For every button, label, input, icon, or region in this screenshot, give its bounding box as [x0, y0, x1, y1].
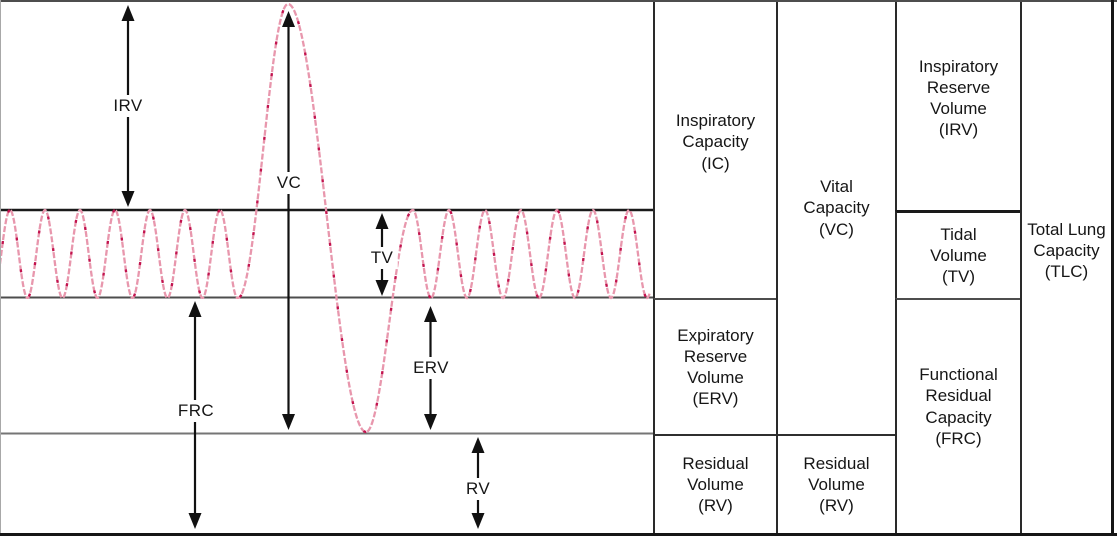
vc-arrow	[282, 11, 295, 430]
cell-tidal-volume: Tidal Volume (TV)	[895, 210, 1020, 298]
frame-right-border	[1111, 0, 1114, 536]
tv-label: TV	[366, 247, 398, 269]
spirogram-plot: IRV VC TV FRC ERV RV	[0, 2, 653, 529]
cell-inspiratory-reserve-volume: Inspiratory Reserve Volume (IRV)	[895, 0, 1020, 210]
frc-label: FRC	[173, 400, 219, 422]
erv-label: ERV	[409, 357, 453, 379]
cell-total-lung-capacity: Total Lung Capacity (TLC)	[1020, 0, 1111, 533]
frame-left-border	[0, 0, 1, 536]
vc-label: VC	[272, 172, 306, 194]
cell-functional-residual-capacity: Functional Residual Capacity (FRC)	[895, 298, 1020, 533]
frame-top-border	[0, 0, 1117, 2]
cell-expiratory-reserve-volume: Expiratory Reserve Volume (ERV)	[653, 298, 776, 434]
spirogram-canvas	[0, 2, 653, 529]
rv-label: RV	[461, 478, 495, 500]
cell-inspiratory-capacity: Inspiratory Capacity (IC)	[653, 0, 776, 298]
cell-residual-volume-col1: Residual Volume (RV)	[653, 434, 776, 533]
spirogram-trace	[0, 2, 652, 434]
cell-residual-volume-col2: Residual Volume (RV)	[776, 434, 895, 533]
frame-bottom-border	[0, 533, 1117, 536]
irv-label: IRV	[109, 95, 147, 117]
cell-vital-capacity: Vital Capacity (VC)	[776, 0, 895, 434]
